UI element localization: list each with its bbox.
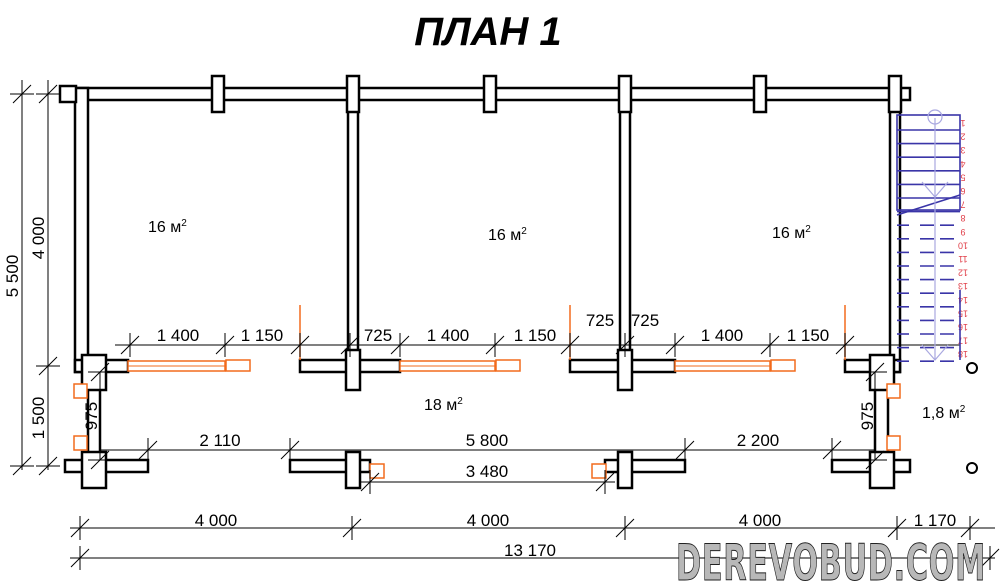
room-3-area: 16 м2 — [772, 224, 811, 242]
stair-break-line — [896, 194, 961, 216]
stair-step-number: 2 — [960, 132, 965, 142]
log-end-post — [617, 74, 633, 114]
corridor-area: 18 м2 — [424, 396, 463, 414]
stair-step-number: 15 — [958, 308, 968, 318]
dim-corridor-right: 2 200 — [737, 431, 780, 450]
door-frame — [591, 463, 607, 479]
stair-step-number: 7 — [960, 200, 965, 210]
dim-corridor-depth: 1 500 — [29, 397, 48, 440]
stair-step-number: 17 — [958, 336, 968, 346]
door-frame — [886, 435, 901, 451]
log-end-post — [868, 450, 896, 490]
stair-step-number: 16 — [958, 322, 968, 332]
dim-window-1: 1 400 — [157, 326, 200, 345]
dim-room-1-width: 4 000 — [195, 511, 238, 530]
dim-door-3: 1 150 — [787, 326, 830, 345]
log-end-post — [887, 74, 903, 114]
wall-segment — [73, 86, 90, 374]
stair-step-number: 13 — [958, 281, 968, 291]
stair-step-number: 14 — [958, 295, 968, 305]
door-frame — [73, 383, 88, 399]
porch-post-icon — [966, 362, 978, 374]
dim-entrance: 3 480 — [466, 462, 509, 481]
dim-room-2-width: 4 000 — [467, 511, 510, 530]
walls — [58, 74, 912, 490]
log-end-post — [210, 74, 226, 114]
stair-step-number: 10 — [958, 240, 968, 250]
dim-total-width: 13 170 — [504, 541, 556, 560]
stair-step-number: 11 — [958, 254, 967, 264]
dim-total-depth: 5 500 — [3, 255, 22, 298]
dimension-lines — [10, 80, 1000, 570]
room-1-area: 16 м2 — [148, 218, 187, 236]
watermark: DEREVOBUD.COM — [676, 534, 986, 588]
stair-step-number: 12 — [958, 268, 968, 278]
stair-start-circle — [927, 109, 943, 125]
log-end-post — [344, 450, 362, 490]
dim-room-3-width: 4 000 — [739, 511, 782, 530]
door-frame — [73, 435, 88, 451]
dim-corridor-left: 2 110 — [199, 431, 240, 450]
dim-door-1: 1 150 — [241, 326, 284, 345]
dim-door-2: 1 150 — [514, 326, 557, 345]
dim-corridor-depth-left: 975 — [82, 402, 101, 430]
door-frame — [369, 463, 385, 479]
stair-arrow-icon — [921, 181, 949, 198]
dim-wall-2a: 725 — [364, 326, 392, 345]
dim-window-2: 1 400 — [427, 326, 470, 345]
log-end-post — [58, 84, 78, 104]
stair-step-number: 8 — [960, 213, 965, 223]
stair-step-number: 5 — [960, 172, 965, 182]
dim-corridor-depth-right: 975 — [858, 402, 877, 430]
log-end-post — [345, 74, 361, 114]
window-sill — [495, 359, 521, 372]
window-sill — [770, 359, 796, 372]
dim-wall-2b: 725 — [586, 311, 614, 330]
dim-room-depth: 4 000 — [29, 217, 48, 260]
dim-wall-3a: 725 — [631, 311, 659, 330]
stair-step-number: 1 — [960, 118, 965, 128]
log-end-post — [344, 348, 362, 392]
stair-step-number: 6 — [960, 186, 965, 196]
wall-segment — [346, 86, 360, 374]
porch-post-icon — [966, 462, 978, 474]
window-sill — [225, 359, 251, 372]
stair-step-number: 3 — [960, 145, 965, 155]
room-2-area: 16 м2 — [488, 226, 527, 244]
wall-segment — [618, 86, 632, 374]
porch-area: 1,8 м2 — [922, 404, 966, 422]
log-end-post — [752, 74, 768, 114]
plan-title: ПЛАН 1 — [414, 10, 561, 54]
log-end-post — [80, 450, 108, 490]
dim-corridor-mid: 5 800 — [466, 431, 509, 450]
dim-window-3: 1 400 — [701, 326, 744, 345]
door-frame — [886, 383, 901, 399]
dim-porch-width: 1 170 — [914, 511, 957, 530]
stair-arrow-icon — [921, 344, 949, 361]
stair-step-number: 4 — [960, 159, 965, 169]
stair-step-number: 18 — [958, 349, 968, 359]
log-end-post — [616, 450, 634, 490]
stair-step-number: 9 — [960, 227, 965, 237]
log-end-post — [482, 74, 498, 114]
